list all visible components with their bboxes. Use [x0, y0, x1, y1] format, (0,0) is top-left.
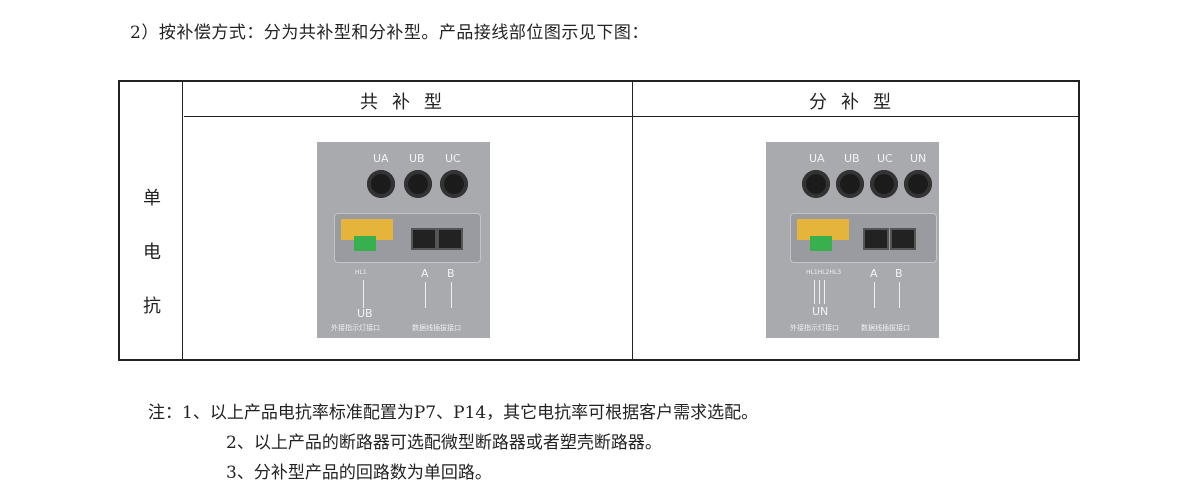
jack-label: UB [844, 152, 860, 165]
jack-label: UN [910, 152, 927, 165]
header-divider [184, 116, 1078, 117]
header-separate: 分补型 [809, 92, 905, 113]
indicator-phase: UB [357, 307, 373, 320]
port-label: A [870, 267, 878, 280]
indicator-caption: 外接指示灯接口 [331, 324, 380, 332]
port-line [874, 282, 875, 308]
label-sticker [341, 219, 393, 240]
indicator-caption: 外接指示灯接口 [790, 324, 839, 332]
row-label: 单 电 抗 [120, 172, 184, 334]
rj-port-b [437, 228, 463, 250]
indicator-terminal [354, 236, 376, 251]
voltage-jack [870, 170, 898, 198]
ports-caption: 数据线插拔接口 [861, 324, 910, 332]
voltage-jack [802, 170, 830, 198]
port-label: B [895, 267, 903, 280]
panel-separate: UA UB UC UN HL1HL2HL3 UN 外接指示灯接口 A B 数据线… [766, 142, 939, 338]
indicator-line [363, 280, 364, 308]
jack-label: UA [373, 152, 389, 165]
label-sticker [797, 219, 849, 240]
ports-caption: 数据线插拔接口 [412, 324, 461, 332]
notes: 注：1、以上产品电抗率标准配置为P7、P14，其它电抗率可根据客户需求选配。 2… [148, 398, 758, 488]
port-line [899, 282, 900, 308]
connector-slot [334, 213, 481, 263]
panel-common: UA UB UC HL1 UB 外接指示灯接口 A B 数据线插拔接口 [317, 142, 490, 338]
row-label-char: 抗 [143, 296, 161, 317]
row-label-char: 单 [143, 188, 161, 209]
header-common: 共补型 [360, 92, 456, 113]
voltage-jack [367, 170, 395, 198]
voltage-jack [404, 170, 432, 198]
note-2: 2、以上产品的断路器可选配微型断路器或者塑壳断路器。 [226, 433, 662, 453]
indicator-label: HL1 [355, 269, 367, 276]
port-line [451, 282, 452, 308]
jack-label: UC [445, 152, 461, 165]
wiring-table: 共补型 分补型 单 电 抗 UA UB UC HL1 UB 外接指示灯接口 A … [118, 80, 1080, 361]
jack-label: UB [409, 152, 425, 165]
connector-slot [790, 213, 937, 263]
voltage-jack [440, 170, 468, 198]
column-divider [632, 82, 633, 359]
rj-port-a [863, 228, 889, 250]
voltage-jack [836, 170, 864, 198]
indicator-label: HL1HL2HL3 [806, 269, 842, 276]
note-3: 3、分补型产品的回路数为单回路。 [226, 463, 492, 483]
jack-label: UA [809, 152, 825, 165]
column-divider [182, 82, 183, 359]
note-1: 注：1、以上产品电抗率标准配置为P7、P14，其它电抗率可根据客户需求选配。 [148, 403, 759, 423]
intro-text: 2）按补偿方式：分为共补型和分补型。产品接线部位图示见下图： [130, 23, 649, 43]
port-line [425, 282, 426, 308]
indicator-line [814, 280, 815, 304]
port-label: B [447, 267, 455, 280]
indicator-line [819, 280, 820, 304]
port-label: A [421, 267, 429, 280]
jack-label: UC [877, 152, 893, 165]
rj-port-a [411, 228, 437, 250]
rj-port-b [890, 228, 916, 250]
voltage-jack [904, 170, 932, 198]
indicator-phase: UN [812, 305, 829, 318]
indicator-line [824, 280, 825, 304]
indicator-terminal [810, 236, 832, 251]
row-label-char: 电 [143, 242, 161, 263]
